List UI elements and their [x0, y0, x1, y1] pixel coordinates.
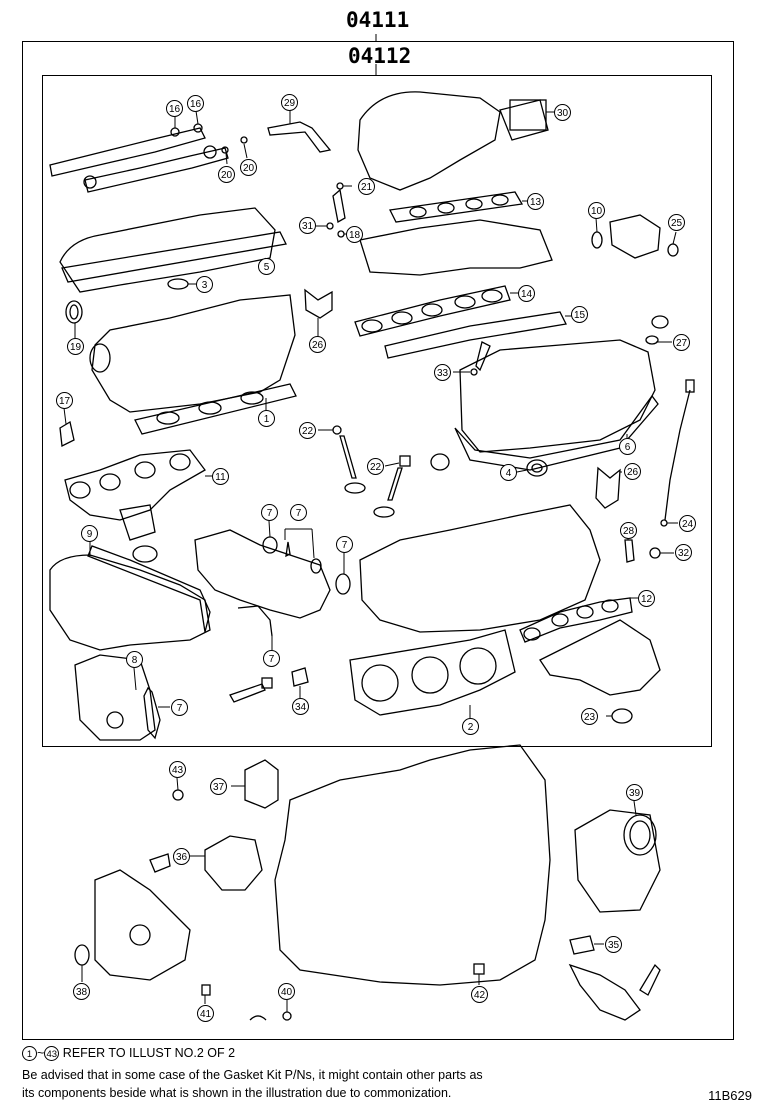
inner-kit-number: 04112 [348, 44, 412, 68]
callout-10: 10 [588, 202, 605, 219]
callout-6: 6 [619, 438, 636, 455]
callout-34: 34 [292, 698, 309, 715]
callout-7b: 7 [290, 504, 307, 521]
callout-16a: 16 [166, 100, 183, 117]
callout-38: 38 [73, 983, 90, 1000]
callout-40: 40 [278, 983, 295, 1000]
callout-23: 23 [581, 708, 598, 725]
callout-12: 12 [638, 590, 655, 607]
callout-22a: 22 [299, 422, 316, 439]
outer-kit-number: 04111 [346, 8, 410, 32]
callout-30: 30 [554, 104, 571, 121]
callout-16b: 16 [187, 95, 204, 112]
advisory-line-2: its components beside what is shown in t… [22, 1086, 452, 1100]
callout-21: 21 [358, 178, 375, 195]
callout-43: 43 [169, 761, 186, 778]
callout-42: 42 [471, 986, 488, 1003]
callout-37: 37 [210, 778, 227, 795]
ref-to-callout: 43 [44, 1046, 60, 1062]
callout-20a: 20 [218, 166, 235, 183]
callout-18: 18 [346, 226, 363, 243]
callout-33: 33 [434, 364, 451, 381]
callout-11: 11 [212, 468, 229, 485]
callout-39: 39 [626, 784, 643, 801]
callout-7d: 7 [263, 650, 280, 667]
ref-separator: ~ [37, 1046, 45, 1060]
ref-from-callout: 1 [22, 1046, 37, 1062]
callout-22b: 22 [367, 458, 384, 475]
ref-text: REFER TO ILLUST NO.2 OF 2 [62, 1046, 236, 1060]
callout-5: 5 [258, 258, 275, 275]
callout-41: 41 [197, 1005, 214, 1022]
callout-19: 19 [67, 338, 84, 355]
callout-26b: 26 [624, 463, 641, 480]
callout-36: 36 [173, 848, 190, 865]
refer-note: 1~43 REFER TO ILLUST NO.2 OF 2 [22, 1046, 236, 1062]
callout-7c: 7 [336, 536, 353, 553]
callout-14: 14 [518, 285, 535, 302]
callout-29: 29 [281, 94, 298, 111]
illustration-code: 11B629 [708, 1088, 752, 1103]
callout-20b: 20 [240, 159, 257, 176]
callout-1: 1 [258, 410, 275, 427]
callout-4: 4 [500, 464, 517, 481]
callout-7e: 7 [171, 699, 188, 716]
callout-2: 2 [462, 718, 479, 735]
callout-28: 28 [620, 522, 637, 539]
callout-9: 9 [81, 525, 98, 542]
callout-17: 17 [56, 392, 73, 409]
callout-15: 15 [571, 306, 588, 323]
callout-24: 24 [679, 515, 696, 532]
callout-27: 27 [673, 334, 690, 351]
advisory-line-1: Be advised that in some case of the Gask… [22, 1068, 483, 1082]
callout-3: 3 [196, 276, 213, 293]
callout-25: 25 [668, 214, 685, 231]
inner-kit-frame [42, 75, 712, 747]
callout-8: 8 [126, 651, 143, 668]
outer-kit-frame [22, 41, 734, 1040]
callout-32: 32 [675, 544, 692, 561]
callout-7a: 7 [261, 504, 278, 521]
callout-26a: 26 [309, 336, 326, 353]
callout-35: 35 [605, 936, 622, 953]
callout-13: 13 [527, 193, 544, 210]
callout-31: 31 [299, 217, 316, 234]
